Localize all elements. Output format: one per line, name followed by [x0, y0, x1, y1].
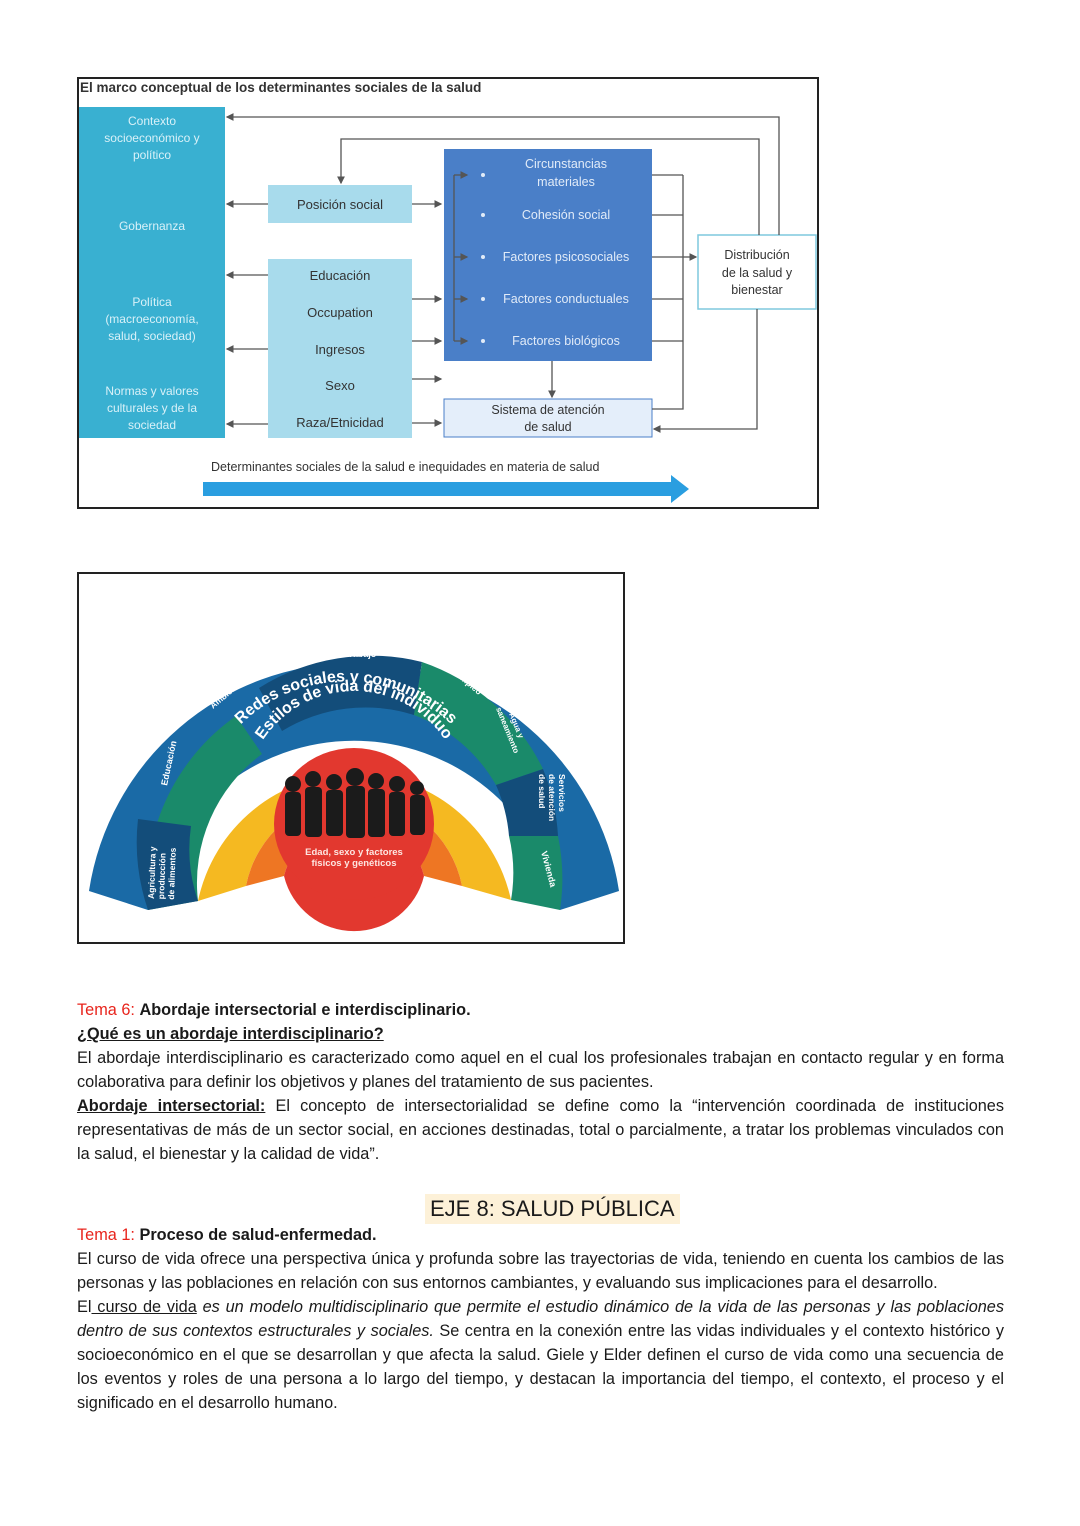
tema1-p2-rest: Se centra en la conexión entre las vidas… [77, 1322, 1004, 1412]
stratifier-income: Ingresos [315, 342, 365, 357]
tema1-title: Proceso de salud-enfermedad. [139, 1226, 377, 1244]
segment-navy-top [259, 655, 422, 731]
intermediary-behavioral: Factores conductuales [503, 292, 629, 306]
intermediary-cohesion: Cohesión social [522, 208, 610, 222]
segment-label-health-services: Serviciosde atenciónde salud [537, 774, 567, 821]
framework-footer-label: Determinantes sociales de la salud e ine… [211, 460, 599, 474]
tema6-label: Tema 6: [77, 1001, 135, 1019]
context-item-3: Política(macroeconomía,salud, sociedad) [105, 295, 198, 343]
intersectorial-text: El concepto de intersectorialidad se def… [77, 1097, 1005, 1163]
intermediaries-box [444, 149, 652, 361]
figure-social-determinants-framework: El marco conceptual de los determinantes… [77, 77, 819, 509]
stratifier-ethnicity: Raza/Etnicidad [296, 415, 383, 430]
segment-navy-left [136, 819, 198, 910]
context-item-2: Gobernanza [119, 219, 185, 233]
people-icon [285, 768, 425, 838]
figure1-title: El marco conceptual de los determinantes… [80, 80, 481, 95]
networks-band [198, 773, 511, 901]
intermediary-biological: Factores biológicos [512, 334, 620, 348]
tema6-title: Abordaje intersectorial e interdisciplin… [139, 1001, 471, 1019]
distribution-box [697, 234, 817, 310]
intersectorial-label: Abordaje intersectorial: [77, 1097, 266, 1115]
framework-footer-arrow [203, 475, 689, 503]
health-system-box [443, 398, 653, 438]
tema1-label: Tema 1: [77, 1226, 135, 1244]
segment-green-right [414, 662, 543, 785]
context-box [79, 107, 225, 438]
stratifier-occupation: Occupation [307, 305, 373, 320]
social-position-label: Posición social [297, 197, 383, 212]
tema1-section: Tema 1: Proceso de salud-enfermedad. El … [77, 1223, 1004, 1415]
segment-green-right-low [509, 836, 563, 910]
intermediary-psychosocial: Factores psicosociales [503, 250, 629, 264]
stratifier-sex: Sexo [325, 378, 355, 393]
stratifier-education: Educación [310, 268, 371, 283]
tema6-question: ¿Qué es un abordaje interdisciplinario? [77, 1025, 384, 1043]
tema6-answer: El abordaje interdisciplinario es caract… [77, 1049, 1004, 1091]
eje8-heading: EJE 8: SALUD PÚBLICA [425, 1194, 680, 1224]
tema6-section: Tema 6: Abordaje intersectorial e interd… [77, 998, 1004, 1166]
segment-label-agriculture: Agricultura yproducciónde alimentos [146, 846, 178, 900]
tema1-p2-italic: es un modelo multidisciplinario que perm… [77, 1298, 1004, 1340]
tema1-paragraph-1: El curso de vida ofrece una perspectiva … [77, 1250, 1004, 1292]
tema1-p2-start: El [77, 1298, 92, 1316]
curso-de-vida-term: curso de vida [91, 1298, 197, 1316]
stratifiers-box [268, 259, 412, 438]
social-position-box [268, 185, 412, 223]
segment-navy-right [496, 769, 558, 836]
